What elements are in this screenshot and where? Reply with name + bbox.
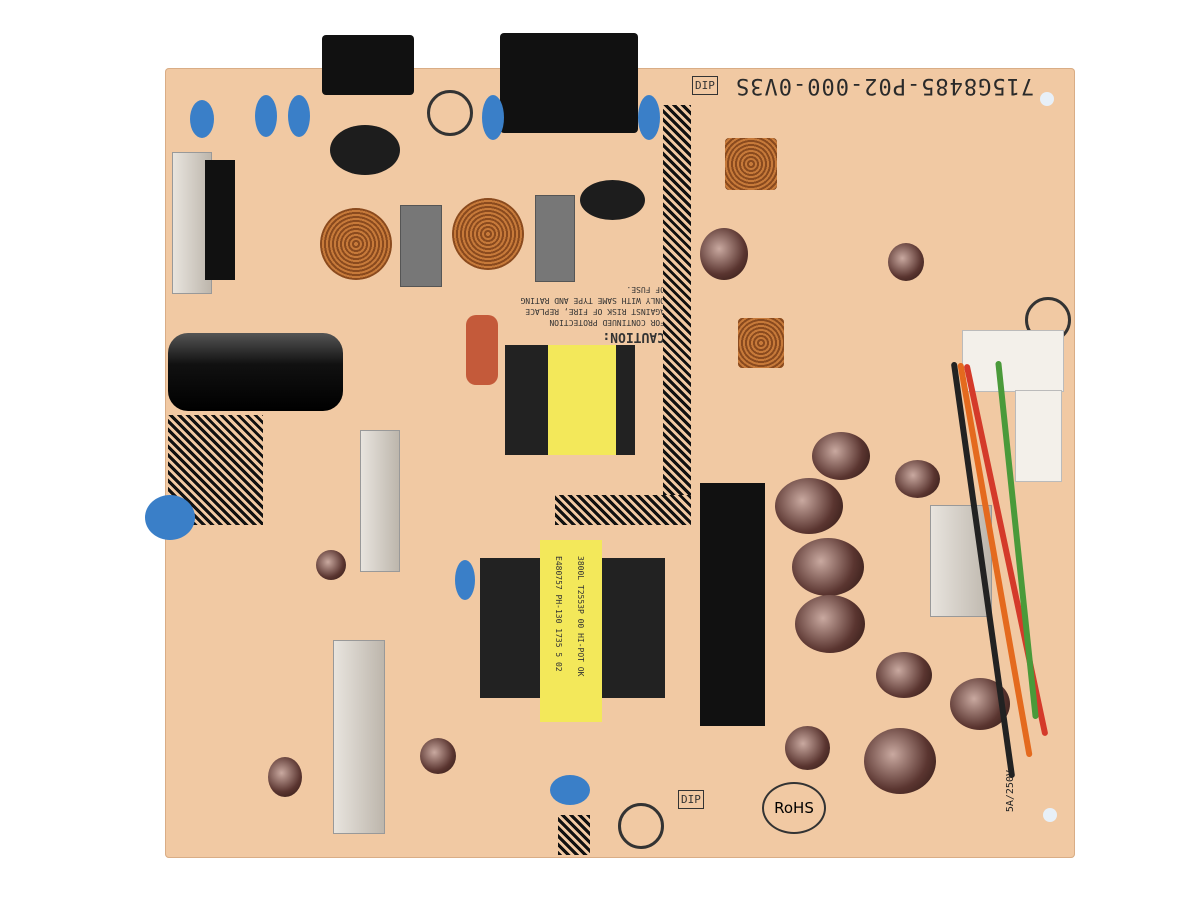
- bridge-rectifier: [205, 160, 235, 280]
- mount-hole: [1043, 808, 1057, 822]
- electrolytic-capacitor: [864, 728, 936, 794]
- electrolytic-capacitor: [876, 652, 932, 698]
- electrolytic-capacitor: [792, 538, 864, 596]
- output-connector: [962, 330, 1064, 392]
- heatsink-black: [700, 483, 765, 726]
- heatsink: [360, 430, 400, 572]
- dip-marker-bottom: DIP: [678, 790, 704, 809]
- part-number: 715G8485-P02-000-0V3S: [735, 73, 1035, 98]
- power-switch: [322, 35, 414, 95]
- y-capacitor: [190, 100, 214, 138]
- transformer-label-1: 3800L T2553P 00 HI-POT OK: [576, 556, 585, 677]
- electrolytic-capacitor: [700, 228, 748, 280]
- x-capacitor: [535, 195, 575, 282]
- output-connector-body: [1015, 390, 1062, 482]
- ground-trace: [558, 815, 590, 855]
- bulk-capacitor: [168, 333, 343, 411]
- ground-ring: [618, 803, 664, 849]
- ac-inlet-socket: [500, 33, 638, 133]
- film-capacitor: [466, 315, 498, 385]
- dip-marker-top: DIP: [692, 76, 718, 95]
- common-mode-choke: [320, 208, 392, 280]
- caution-title: CAUTION:: [602, 329, 665, 344]
- ground-trace: [663, 105, 691, 495]
- inductor: [725, 138, 777, 190]
- electrolytic-capacitor: [316, 550, 346, 580]
- ground-trace: [555, 495, 691, 525]
- y-capacitor: [482, 95, 504, 140]
- y-capacitor: [145, 495, 195, 540]
- rohs-mark: RoHS: [762, 782, 826, 834]
- y-capacitor: [455, 560, 475, 600]
- y-capacitor: [288, 95, 310, 137]
- heatsink: [333, 640, 385, 834]
- transformer-tape-label: [540, 540, 602, 722]
- thermistor: [580, 180, 645, 220]
- electrolytic-capacitor: [795, 595, 865, 653]
- transformer-label-2: E480757 PH-130 1735 5 02: [554, 556, 563, 672]
- mount-hole: [1040, 92, 1054, 106]
- y-capacitor: [550, 775, 590, 805]
- transformer-tape: [548, 345, 616, 455]
- inductor: [738, 318, 784, 368]
- caution-label: CAUTION: FOR CONTINUED PROTECTION AGAINS…: [520, 284, 666, 344]
- electrolytic-capacitor: [775, 478, 843, 534]
- electrolytic-capacitor: [888, 243, 924, 281]
- ground-ring: [427, 90, 473, 136]
- thermistor: [330, 125, 400, 175]
- electrolytic-capacitor: [895, 460, 940, 498]
- x-capacitor: [400, 205, 442, 287]
- y-capacitor: [255, 95, 277, 137]
- electrolytic-capacitor: [268, 757, 302, 797]
- caution-text: FOR CONTINUED PROTECTION AGAINST RISK OF…: [520, 285, 666, 327]
- common-mode-choke: [452, 198, 524, 270]
- electrolytic-capacitor: [812, 432, 870, 480]
- electrolytic-capacitor: [785, 726, 830, 770]
- ground-trace: [168, 415, 263, 525]
- electrolytic-capacitor: [420, 738, 456, 774]
- y-capacitor: [638, 95, 660, 140]
